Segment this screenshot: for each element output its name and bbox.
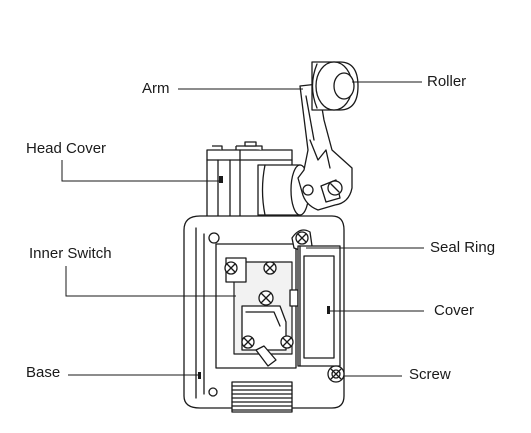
base-label: Base bbox=[26, 364, 61, 381]
head-cover-part bbox=[206, 141, 310, 219]
arm-part bbox=[297, 83, 353, 211]
inner-switch-leader bbox=[65, 266, 236, 297]
screw-label: Screw bbox=[409, 366, 451, 383]
arm-label: Arm bbox=[142, 80, 170, 97]
conduit-thread bbox=[231, 381, 293, 413]
screw-part bbox=[327, 365, 345, 383]
roller-part bbox=[311, 61, 359, 111]
roller-label: Roller bbox=[427, 73, 467, 90]
inner-switch-part bbox=[215, 243, 299, 369]
cover-label: Cover bbox=[434, 302, 475, 319]
inner-switch-label: Inner Switch bbox=[29, 245, 112, 262]
cover-part bbox=[297, 245, 341, 367]
head-cover-leader bbox=[61, 160, 221, 182]
seal-ring-label: Seal Ring bbox=[430, 239, 496, 256]
head-cover-label: Head Cover bbox=[26, 140, 107, 157]
